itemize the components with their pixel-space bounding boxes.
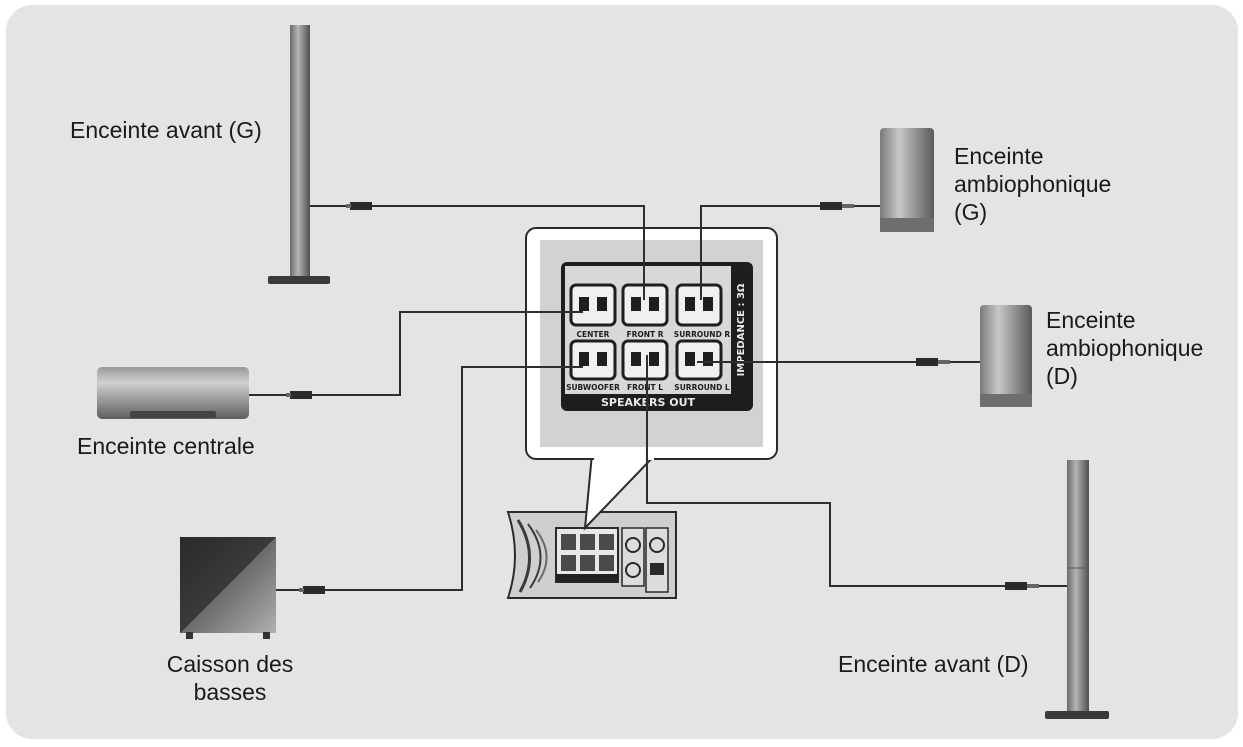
plug-front-right-icon xyxy=(1005,582,1039,590)
panel-impedance: IMPEDANCE : 3Ω xyxy=(736,283,747,376)
plug-surround-left-icon xyxy=(820,202,854,210)
label-subwoofer-line2: basses xyxy=(193,679,267,705)
terminal-front-l-icon xyxy=(621,339,669,381)
wire-plugs xyxy=(286,202,1039,594)
label-surround-left-line1: Enceinte xyxy=(954,143,1044,169)
wire-front-left xyxy=(310,205,645,300)
terminal-center-icon xyxy=(569,283,617,327)
receiver-unit-icon xyxy=(506,511,677,599)
label-surround-right-line3: (D) xyxy=(1046,363,1078,389)
label-surround-left-line3: (G) xyxy=(954,199,988,225)
terminal-label-center: CENTER xyxy=(577,330,610,339)
front-left-speaker-icon xyxy=(268,25,330,284)
label-subwoofer-line1: Caisson des xyxy=(166,651,294,677)
label-surround-left-line2: ambiophonique xyxy=(954,171,1112,197)
panel-title: SPEAKERS OUT xyxy=(601,396,696,409)
speaker-terminal-callout: CENTER FRONT R SURROUND R SUBWOOFER FRON… xyxy=(525,227,778,460)
terminal-surround-l-icon xyxy=(675,339,723,381)
plug-surround-right-icon xyxy=(916,358,950,366)
label-front-right: Enceinte avant (D) xyxy=(838,651,1029,677)
plug-front-left-icon xyxy=(346,202,372,210)
label-front-left: Enceinte avant (G) xyxy=(70,117,262,143)
label-surround-right-line1: Enceinte xyxy=(1046,307,1136,333)
plug-subwoofer-icon xyxy=(299,586,325,594)
terminal-subwoofer-icon xyxy=(569,339,617,381)
label-center: Enceinte centrale xyxy=(77,433,255,459)
speaker-wires xyxy=(249,205,1067,591)
subwoofer-icon xyxy=(180,537,276,639)
label-surround-right: Enceinte ambiophonique (D) xyxy=(1046,306,1203,390)
terminal-label-front-r: FRONT R xyxy=(626,330,663,339)
wire-center xyxy=(249,311,583,396)
wire-subwoofer xyxy=(276,366,583,591)
center-speaker-icon xyxy=(97,367,249,419)
wire-front-right xyxy=(646,355,1067,587)
terminal-label-surround-r: SURROUND R xyxy=(674,330,731,339)
terminal-label-subwoofer: SUBWOOFER xyxy=(566,383,620,392)
label-surround-right-line2: ambiophonique xyxy=(1046,335,1204,361)
surround-right-speaker-icon xyxy=(980,305,1032,407)
plug-center-icon xyxy=(286,391,312,399)
label-surround-left: Enceinte ambiophonique (G) xyxy=(954,142,1111,226)
label-subwoofer: Caisson des basses xyxy=(150,650,310,706)
terminal-label-surround-l: SURROUND L xyxy=(674,383,730,392)
front-right-speaker-icon xyxy=(1045,460,1109,719)
terminal-surround-r-icon xyxy=(675,283,723,327)
terminal-label-front-l: FRONT L xyxy=(627,383,663,392)
surround-left-speaker-icon xyxy=(880,128,934,232)
